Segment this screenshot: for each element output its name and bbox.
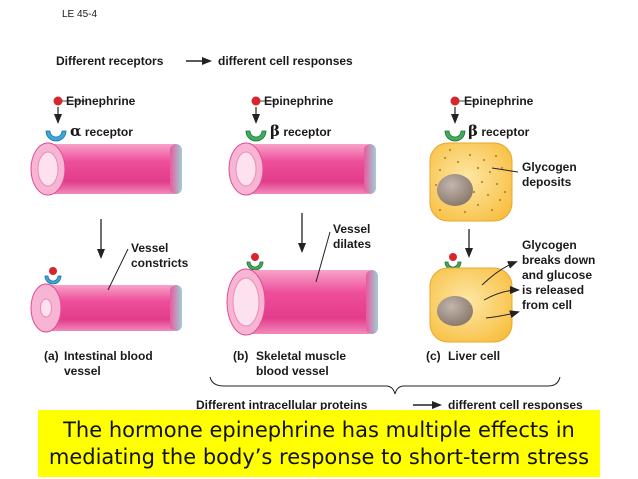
panel-a-title-1: Intestinal blood [64,349,153,363]
receptor-symbol: α [70,122,82,140]
top-banner-left: Different receptors [56,54,164,68]
vessel-end [364,144,376,194]
panel-c-title-1: Liver cell [448,349,501,363]
bottom-bracket [209,376,561,395]
glucose-release-arrow [485,310,520,319]
panel-c-deposit-1: Glycogen [522,160,577,174]
caption-line-1: The hormone epinephrine has multiple eff… [63,418,575,442]
panel-c-response-4: is released [522,283,585,297]
slide-label: LE 45-4 [62,9,98,20]
panel-c-deposit-2: deposits [522,175,572,189]
panel-b-title-1: Skeletal muscle [256,349,347,363]
panel-a-receptor: α receptor [70,122,133,140]
panel-b-ligand: Epinephrine [264,94,334,108]
receptor-word: receptor [84,125,133,139]
vessel-constricted-body [46,285,176,331]
vessel-body [48,144,178,194]
panel-b-graphics [226,96,378,336]
vessel-lumen [235,151,257,187]
receptor-word: receptor [481,125,530,139]
glucose-release-arrow [481,261,518,286]
ligand-bound-dot [449,253,457,261]
vessel-dilated-body [246,270,372,334]
ligand-bound-dot [251,253,259,261]
bottom-banner-left: Different intracellular proteins [196,398,368,412]
glucose-release-arrow [483,286,520,301]
receptor-symbol: β [270,122,280,140]
alpha-receptor-icon [45,130,67,142]
beta-receptor-icon [245,130,267,142]
vessel-end [170,144,182,194]
ligand-dot [251,96,261,106]
panel-b-title-2: blood vessel [256,364,329,378]
response-leader [107,248,129,291]
panel-c-response-1: Glycogen [522,238,577,252]
panel-a-title-2: vessel [64,364,101,378]
panel-b-response-2: dilates [333,237,372,251]
liver-nucleus-active [437,296,473,326]
panel-a-response-2: constricts [131,256,189,270]
caption-box: The hormone epinephrine has multiple eff… [38,410,600,477]
panel-c-ligand: Epinephrine [464,94,534,108]
panel-a-response-1: Vessel [131,241,169,255]
glycogen-deposits [434,148,507,214]
ligand-bound-dot [49,267,57,275]
receptor-word: receptor [283,125,332,139]
alpha-receptor-bound-icon [44,275,62,285]
deposit-leader [491,167,519,173]
vessel-dilated-lumen [232,277,260,327]
bottom-banner-right: different cell responses [448,398,583,412]
liver-nucleus [437,174,473,206]
ligand-dot [450,96,460,106]
vessel-constricted-lumen [40,298,52,318]
panel-b-receptor: β receptor [270,122,332,140]
panel-c-letter: (c) [426,349,441,363]
beta-receptor-icon [444,130,466,142]
panel-b-letter: (b) [233,349,249,363]
vessel-lumen [37,151,59,187]
panel-c-graphics [429,96,520,343]
vessel-dilated-end [366,270,378,334]
caption-line-2: mediating the body’s response to short-t… [48,445,590,469]
panel-a-graphics [30,96,182,333]
beta-receptor-bound-icon [246,261,264,271]
response-leader [315,231,331,283]
ligand-dot [53,96,63,106]
top-banner-right: different cell responses [218,54,353,68]
panel-c-response-2: breaks down [522,253,596,267]
panel-c-receptor: β receptor [468,122,530,140]
panel-a-letter: (a) [44,349,59,363]
receptor-symbol: β [468,122,478,140]
vessel-constricted-end [170,285,182,331]
panel-b-response-1: Vessel [333,222,371,236]
panel-c-response-5: from cell [522,298,573,312]
vessel-body [246,144,370,194]
panel-c-response-3: and glucose [522,268,593,282]
panel-a-ligand: Epinephrine [66,94,136,108]
